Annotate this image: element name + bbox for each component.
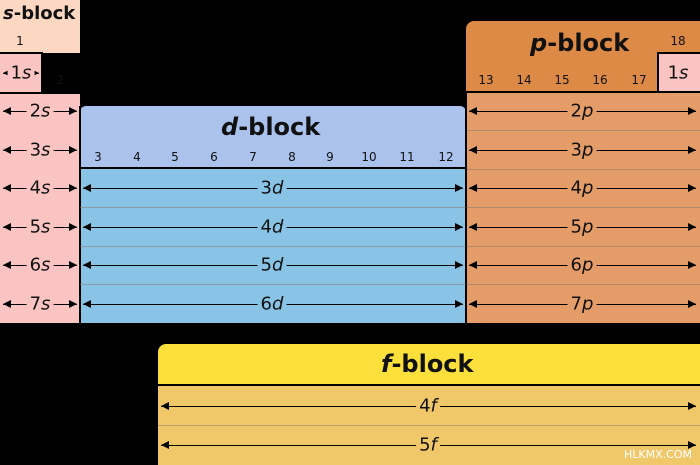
orbital-label-5d: 5d — [257, 254, 287, 276]
d-block-header — [80, 106, 466, 168]
watermark: HLKMX.COM — [624, 448, 692, 461]
group-label: 8 — [288, 150, 296, 164]
f-block-header — [158, 344, 700, 385]
orbital-label-4f: 4f — [416, 395, 440, 417]
group-label-18: 18 — [670, 34, 686, 48]
orbital-label-3s: 3s — [26, 139, 54, 161]
d-block-header-border — [80, 167, 466, 169]
orbital-label-helium-1s: 1s — [667, 62, 689, 84]
orbital-label-5s: 5s — [26, 216, 54, 238]
group-label: 5 — [171, 150, 179, 164]
orbital-label-6s: 6s — [26, 254, 54, 276]
s-block-row-border — [0, 92, 80, 94]
group-label: 11 — [399, 150, 415, 164]
f-block-header-border — [158, 384, 700, 386]
group-label: 15 — [554, 73, 570, 87]
row-rule — [466, 130, 700, 131]
d-block-left-border — [79, 106, 81, 323]
f-block-title: f-block — [381, 350, 474, 378]
group-label: 7 — [249, 150, 257, 164]
d-block-right-border — [465, 92, 467, 323]
row-rule — [80, 207, 466, 208]
group-label: 3 — [94, 150, 102, 164]
helium-cell — [658, 53, 700, 93]
orbital-label-7s: 7s — [26, 293, 54, 315]
p-block-title: p-block — [530, 29, 630, 57]
orbital-label-2s: 2s — [26, 100, 54, 122]
group-label: 12 — [438, 150, 454, 164]
helium-border-h — [657, 52, 700, 54]
row-rule — [466, 207, 700, 208]
group-label: 2 — [56, 73, 64, 87]
d-block-title: d-block — [221, 113, 321, 141]
row-rule — [466, 246, 700, 247]
group-label: 17 — [631, 73, 647, 87]
orbital-label-3d: 3d — [257, 177, 287, 199]
row-rule — [80, 246, 466, 247]
group-label: 10 — [361, 150, 377, 164]
row-rule — [466, 284, 700, 285]
s-block-step-border-h — [0, 52, 42, 54]
row-rule — [158, 425, 700, 426]
group-label: 14 — [516, 73, 532, 87]
orbital-label-3p: 3p — [567, 139, 597, 161]
s-block-title: s-block — [3, 3, 76, 24]
group-label: 6 — [210, 150, 218, 164]
helium-border-v — [657, 52, 659, 93]
s-block-step-border-v — [41, 52, 43, 94]
orbital-label-4p: 4p — [567, 177, 597, 199]
orbital-label-4d: 4d — [257, 216, 287, 238]
p-block-header-border — [466, 91, 700, 93]
s-block-lower-body — [0, 93, 80, 323]
orbital-label-5p: 5p — [567, 216, 597, 238]
group-label: 4 — [133, 150, 141, 164]
orbital-label-6d: 6d — [257, 293, 287, 315]
group-label: 16 — [592, 73, 608, 87]
orbital-label-2p: 2p — [567, 100, 597, 122]
group-label: 13 — [478, 73, 494, 87]
row-rule — [466, 169, 700, 170]
orbital-label-6p: 6p — [567, 254, 597, 276]
orbital-label-5f: 5f — [416, 434, 440, 456]
row-rule — [80, 284, 466, 285]
orbital-label-4s: 4s — [26, 177, 54, 199]
orbital-label-1s: 1s — [7, 62, 35, 84]
group-label: 9 — [326, 150, 334, 164]
orbital-label-7p: 7p — [567, 293, 597, 315]
s-block-header — [0, 0, 80, 53]
group-label: 1 — [16, 34, 24, 48]
